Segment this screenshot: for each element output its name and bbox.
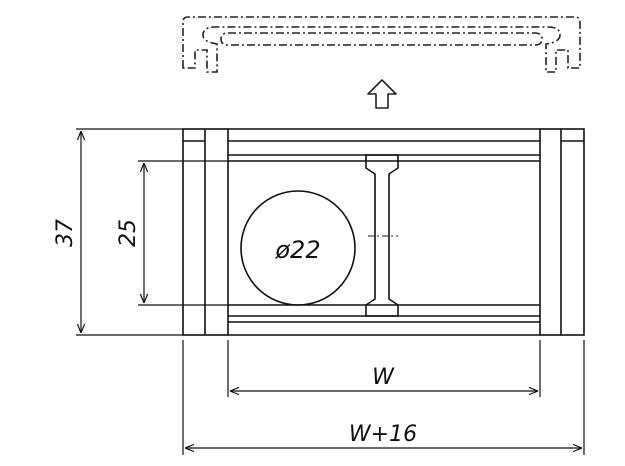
right-side-wall	[539, 128, 585, 336]
inner-width-label: W	[372, 365, 395, 390]
outer-width-label: W+16	[349, 422, 417, 447]
dimension-outer-height	[76, 128, 183, 336]
outer-height-label: 37	[53, 219, 78, 247]
bottom-crossbar	[228, 304, 540, 336]
inner-height-label: 25	[116, 219, 141, 247]
dimension-outer-width	[182, 340, 585, 455]
dimension-inner-width	[227, 340, 541, 397]
separator-divider	[365, 154, 399, 317]
diameter-label: ø22	[274, 236, 320, 264]
cable-circle	[240, 190, 356, 306]
carrier-section-view	[182, 128, 585, 336]
top-crossbar	[228, 128, 540, 162]
arrow-up-icon	[367, 79, 397, 109]
lid-dashed-outline	[182, 16, 581, 73]
dimension-inner-height	[138, 160, 228, 306]
